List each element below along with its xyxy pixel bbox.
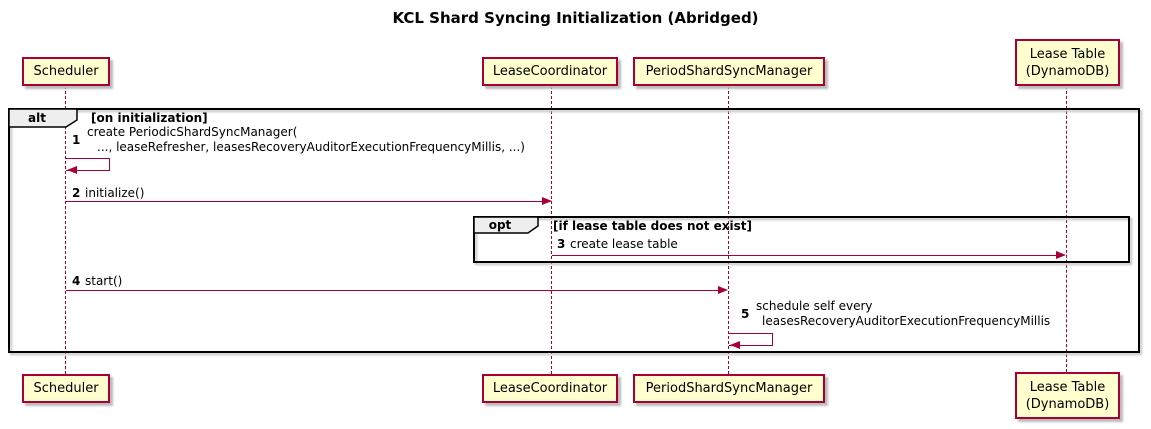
diagram-title: KCL Shard Syncing Initialization (Abridg…: [392, 9, 759, 27]
message-3-text: create lease table: [570, 237, 678, 251]
alt-frame-label: alt: [28, 111, 46, 125]
message-1-number: 1: [72, 133, 81, 147]
message-5-arrowhead-icon: [730, 341, 740, 349]
participant-label: Lease Table: [1029, 46, 1106, 62]
lifeline-period-shard-sync-manager: [728, 86, 729, 374]
message-2-number: 2: [72, 186, 81, 200]
alt-frame-pentagon: [8, 108, 78, 128]
participant-label: Lease Table: [1029, 379, 1106, 395]
participant-label: PeriodShardSyncManager: [645, 381, 813, 396]
participant-label: PeriodShardSyncManager: [645, 64, 813, 79]
participant-scheduler-top: Scheduler: [22, 57, 110, 86]
message-4-arrowhead-icon: [718, 286, 728, 294]
message-1-arrowhead-icon: [67, 166, 77, 174]
message-4-arrow: [66, 290, 719, 291]
message-3-arrow: [552, 255, 1057, 256]
opt-frame-guard: [if lease table does not exist]: [553, 219, 753, 233]
lifeline-scheduler: [65, 86, 66, 374]
participant-lease-table-bottom: Lease Table (DynamoDB): [1015, 372, 1120, 419]
message-3-arrowhead-icon: [1056, 251, 1066, 259]
opt-frame: [473, 216, 1130, 263]
lifeline-lease-table: [1066, 86, 1067, 372]
message-1-self-arrow: [66, 158, 110, 171]
lifeline-lease-coordinator: [551, 86, 552, 374]
message-5-self-arrow: [729, 333, 773, 346]
participant-scheduler-bottom: Scheduler: [22, 374, 110, 403]
participant-lease-table-top: Lease Table (DynamoDB): [1015, 39, 1120, 86]
message-3-number: 3: [557, 237, 566, 251]
participant-period-shard-sync-manager-bottom: PeriodShardSyncManager: [633, 374, 825, 403]
participant-label: (DynamoDB): [1025, 63, 1110, 79]
participant-label: LeaseCoordinator: [492, 381, 608, 396]
message-2-text: initialize(): [85, 186, 145, 200]
message-1-text-line1: create PeriodicShardSyncManager(: [87, 125, 298, 139]
participant-lease-coordinator-bottom: LeaseCoordinator: [482, 374, 618, 403]
alt-frame-guard: [on initialization]: [91, 111, 208, 125]
message-2-arrowhead-icon: [542, 197, 552, 205]
message-2-arrow: [66, 201, 543, 202]
participant-label: Scheduler: [33, 64, 99, 79]
opt-frame-pentagon: [473, 216, 539, 234]
message-4-number: 4: [72, 274, 81, 288]
participant-label: Scheduler: [33, 381, 99, 396]
message-5-text-line2: leasesRecoveryAuditorExecutionFrequencyM…: [762, 314, 1051, 328]
participant-label: LeaseCoordinator: [492, 64, 608, 79]
message-1-text-line2: ..., leaseRefresher, leasesRecoveryAudit…: [97, 140, 525, 154]
participant-period-shard-sync-manager-top: PeriodShardSyncManager: [633, 57, 825, 86]
participant-label: (DynamoDB): [1025, 396, 1110, 412]
participant-lease-coordinator-top: LeaseCoordinator: [482, 57, 618, 86]
message-5-text-line1: schedule self every: [756, 299, 873, 313]
message-5-number: 5: [741, 307, 750, 321]
alt-frame: [8, 108, 1140, 353]
message-4-text: start(): [85, 274, 123, 288]
opt-frame-label: opt: [488, 218, 512, 232]
